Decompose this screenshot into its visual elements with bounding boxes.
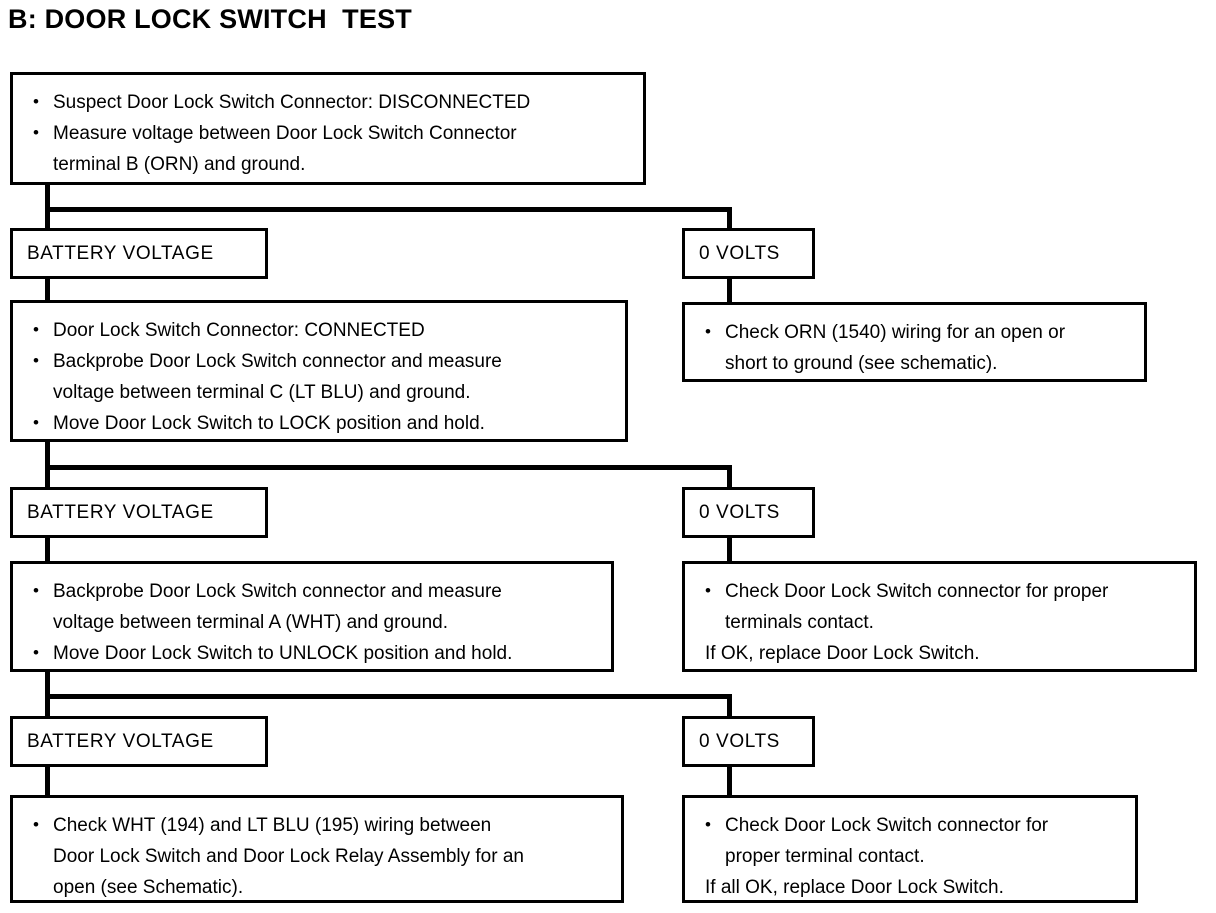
branch-label-text: BATTERY VOLTAGE — [27, 501, 214, 523]
connector-vertical — [45, 207, 50, 230]
list-item: Check WHT (194) and LT BLU (195) wiring … — [29, 809, 611, 903]
connector-vertical — [727, 538, 732, 563]
step-4-list: Check WHT (194) and LT BLU (195) wiring … — [29, 809, 611, 903]
branch-label-zero-volts-3: 0 VOLTS — [682, 716, 815, 767]
connector-vertical — [45, 185, 50, 207]
branch-label-text: BATTERY VOLTAGE — [27, 242, 214, 264]
branch-label-zero-volts-2: 0 VOLTS — [682, 487, 815, 538]
connector-vertical — [45, 538, 50, 563]
page-title: B: DOOR LOCK SWITCH TEST — [8, 4, 412, 34]
result-1-list: Check ORN (1540) wiring for an open or s… — [701, 316, 1134, 379]
connector-vertical — [45, 442, 50, 465]
list-item: Measure voltage between Door Lock Switch… — [29, 117, 633, 180]
step-3-list: Backprobe Door Lock Switch connector and… — [29, 575, 601, 669]
connector-vertical — [45, 672, 50, 694]
result-box-3: Check Door Lock Switch connector for pro… — [682, 795, 1138, 903]
step-2-list: Door Lock Switch Connector: CONNECTED Ba… — [29, 314, 615, 439]
branch-label-battery-voltage-1: BATTERY VOLTAGE — [10, 228, 268, 279]
connector-vertical — [45, 767, 50, 795]
connector-vertical — [727, 767, 732, 795]
list-item: Backprobe Door Lock Switch connector and… — [29, 575, 601, 638]
list-item: Check Door Lock Switch connector for pro… — [701, 575, 1184, 638]
branch-label-battery-voltage-3: BATTERY VOLTAGE — [10, 716, 268, 767]
connector-vertical — [727, 207, 732, 230]
branch-label-text: BATTERY VOLTAGE — [27, 730, 214, 752]
connector-vertical — [45, 465, 50, 487]
list-item: Suspect Door Lock Switch Connector: DISC… — [29, 86, 633, 118]
list-item: Backprobe Door Lock Switch connector and… — [29, 345, 615, 408]
connector-vertical — [727, 279, 732, 302]
list-item: Move Door Lock Switch to LOCK position a… — [29, 407, 615, 439]
step-box-1: Suspect Door Lock Switch Connector: DISC… — [10, 72, 646, 185]
connector-vertical — [727, 465, 732, 487]
connector-horizontal — [45, 465, 732, 470]
result-box-2: Check Door Lock Switch connector for pro… — [682, 561, 1197, 672]
branch-label-text: 0 VOLTS — [699, 501, 780, 523]
connector-horizontal — [45, 694, 732, 699]
list-item: Check ORN (1540) wiring for an open or s… — [701, 316, 1134, 379]
branch-label-text: 0 VOLTS — [699, 730, 780, 752]
step-1-list: Suspect Door Lock Switch Connector: DISC… — [29, 86, 633, 180]
list-item: Move Door Lock Switch to UNLOCK position… — [29, 637, 601, 669]
result-2-list: Check Door Lock Switch connector for pro… — [701, 575, 1184, 669]
result-box-1: Check ORN (1540) wiring for an open or s… — [682, 302, 1147, 382]
list-item: Door Lock Switch Connector: CONNECTED — [29, 314, 615, 346]
connector-vertical — [45, 694, 50, 716]
list-item: If OK, replace Door Lock Switch. — [705, 643, 980, 664]
step-box-3: Backprobe Door Lock Switch connector and… — [10, 561, 614, 672]
connector-vertical — [45, 279, 50, 302]
step-box-2: Door Lock Switch Connector: CONNECTED Ba… — [10, 300, 628, 442]
step-box-4: Check WHT (194) and LT BLU (195) wiring … — [10, 795, 624, 903]
result-3-list: Check Door Lock Switch connector for pro… — [701, 809, 1125, 903]
branch-label-text: 0 VOLTS — [699, 242, 780, 264]
connector-horizontal — [45, 207, 732, 212]
branch-label-battery-voltage-2: BATTERY VOLTAGE — [10, 487, 268, 538]
branch-label-zero-volts-1: 0 VOLTS — [682, 228, 815, 279]
list-item: If all OK, replace Door Lock Switch. — [705, 877, 1004, 898]
list-item: Check Door Lock Switch connector for pro… — [701, 809, 1125, 872]
connector-vertical — [727, 694, 732, 716]
